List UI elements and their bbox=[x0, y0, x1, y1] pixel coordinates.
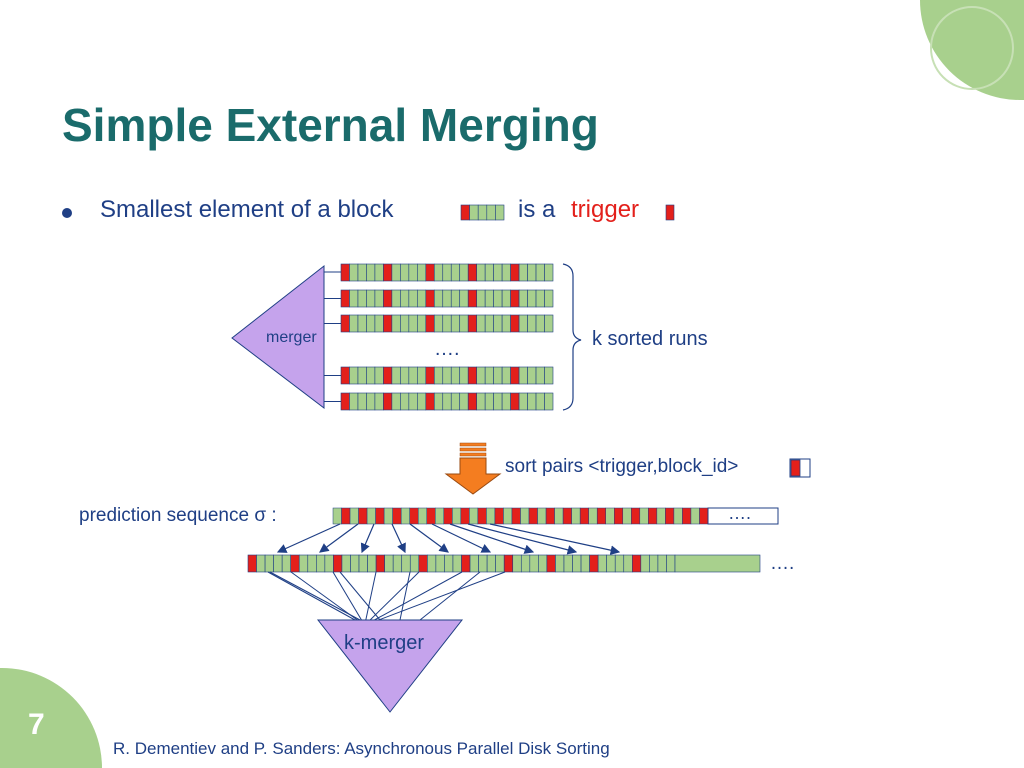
buffer-block-8 bbox=[546, 554, 590, 573]
buffer-block-7 bbox=[503, 554, 548, 573]
run-3 bbox=[340, 314, 384, 333]
page-number: 7 bbox=[28, 708, 45, 741]
prediction-ellipsis: …. bbox=[728, 503, 752, 523]
run-1 bbox=[340, 263, 384, 282]
buffer-block-4 bbox=[375, 554, 420, 573]
sort-pairs-label: sort pairs <trigger,block_id> bbox=[505, 456, 739, 477]
buffer-block-2 bbox=[290, 554, 334, 573]
bullet-text: Smallest element of a block bbox=[100, 196, 394, 223]
runs-ellipsis: …. bbox=[434, 338, 460, 360]
merger-shape bbox=[231, 264, 325, 410]
seal-icon bbox=[930, 6, 1014, 90]
buffer-ellipsis: …. bbox=[770, 553, 795, 574]
runs-brace bbox=[562, 263, 582, 411]
buffer-block-9 bbox=[589, 554, 633, 573]
prediction-sequence-label: prediction sequence σ : bbox=[79, 505, 277, 526]
prediction-sequence bbox=[332, 507, 709, 525]
footer-citation: R. Dementiev and P. Sanders: Asynchronou… bbox=[113, 739, 610, 758]
merger-label: merger bbox=[266, 329, 317, 346]
buffer-block-1 bbox=[247, 554, 292, 573]
runs-label: k sorted runs bbox=[592, 328, 708, 350]
buffer-block-3 bbox=[333, 554, 377, 573]
prediction-sequence-tail bbox=[707, 507, 779, 525]
bullet-dot-icon bbox=[62, 208, 72, 218]
k-merger-shape bbox=[316, 619, 464, 713]
trigger-word: trigger bbox=[571, 196, 640, 223]
run-5 bbox=[340, 392, 384, 411]
buffer-block-6 bbox=[461, 554, 505, 573]
bullet-text-middle: is a bbox=[518, 196, 556, 223]
buffer-block-10 bbox=[631, 554, 676, 573]
arrow-down-icon bbox=[444, 442, 502, 495]
slide-title: Simple External Merging bbox=[62, 99, 599, 151]
trigger-block-pair-icon bbox=[789, 458, 811, 478]
buffer-tail bbox=[674, 554, 761, 573]
trigger-icon bbox=[665, 204, 675, 221]
buffer-block-5 bbox=[418, 554, 462, 573]
run-2 bbox=[340, 289, 384, 308]
k-merger-label: k-merger bbox=[344, 632, 425, 654]
run-4 bbox=[340, 366, 384, 385]
block-icon bbox=[460, 204, 505, 221]
